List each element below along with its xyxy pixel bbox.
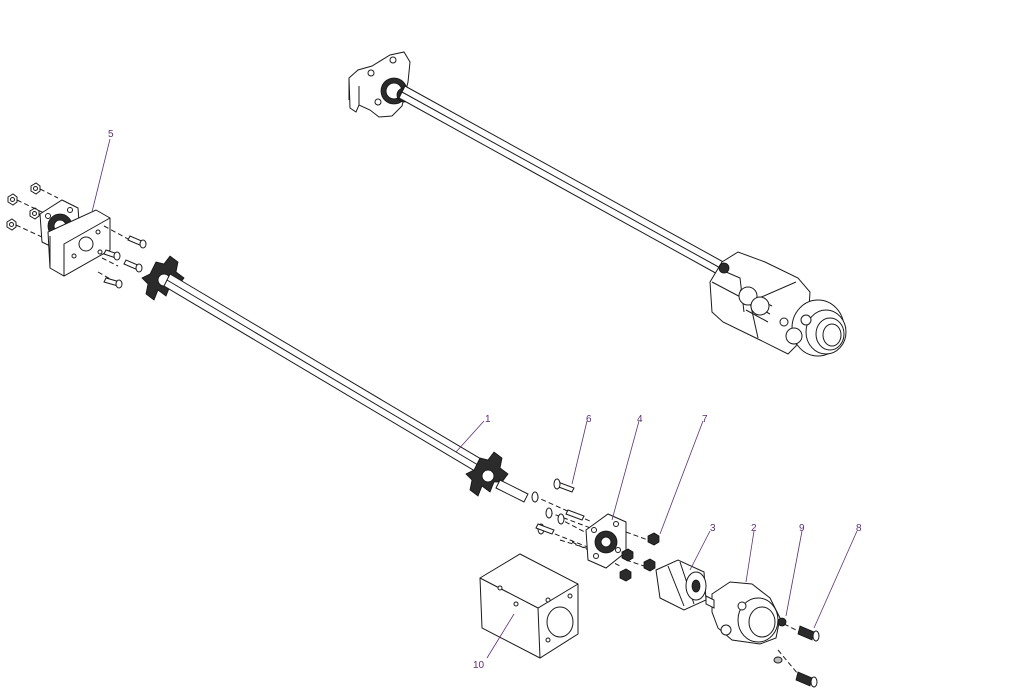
lower-shaft	[163, 273, 487, 475]
right-gearbox	[705, 581, 787, 645]
label-part-2: 2	[751, 523, 757, 534]
label-part-4: 4	[637, 414, 643, 425]
hex-nut	[7, 193, 18, 206]
hex-nut	[30, 182, 41, 195]
bearing-fasteners	[531, 478, 621, 567]
bearing-flange	[585, 513, 627, 569]
upper-shaft	[398, 85, 728, 277]
label-part-6: 6	[586, 414, 592, 425]
left-bolts	[97, 225, 147, 289]
bearing-nuts	[619, 531, 660, 582]
upper-gearbox	[709, 251, 811, 355]
label-part-7: 7	[702, 414, 708, 425]
left-mount-plate	[47, 209, 111, 277]
leader-lines	[91, 138, 858, 659]
label-part-5: 5	[108, 129, 114, 140]
label-part-10: 10	[473, 660, 485, 671]
upper-motor	[779, 299, 847, 357]
label-part-1: 1	[485, 414, 491, 425]
hex-nut	[6, 218, 17, 231]
gearbox-screws	[773, 623, 820, 688]
motor-bracket	[479, 553, 579, 659]
assembled-view	[348, 51, 847, 357]
label-part-9: 9	[799, 523, 805, 534]
right-sprocket	[465, 451, 529, 503]
left-fasteners	[6, 182, 59, 239]
hex-nut	[29, 207, 40, 220]
label-part-8: 8	[856, 523, 862, 534]
label-part-3: 3	[710, 523, 716, 534]
shaft-coupling	[655, 559, 707, 611]
part-labels: 5 1 6 4 7 3 2 9 8 10	[108, 129, 862, 671]
